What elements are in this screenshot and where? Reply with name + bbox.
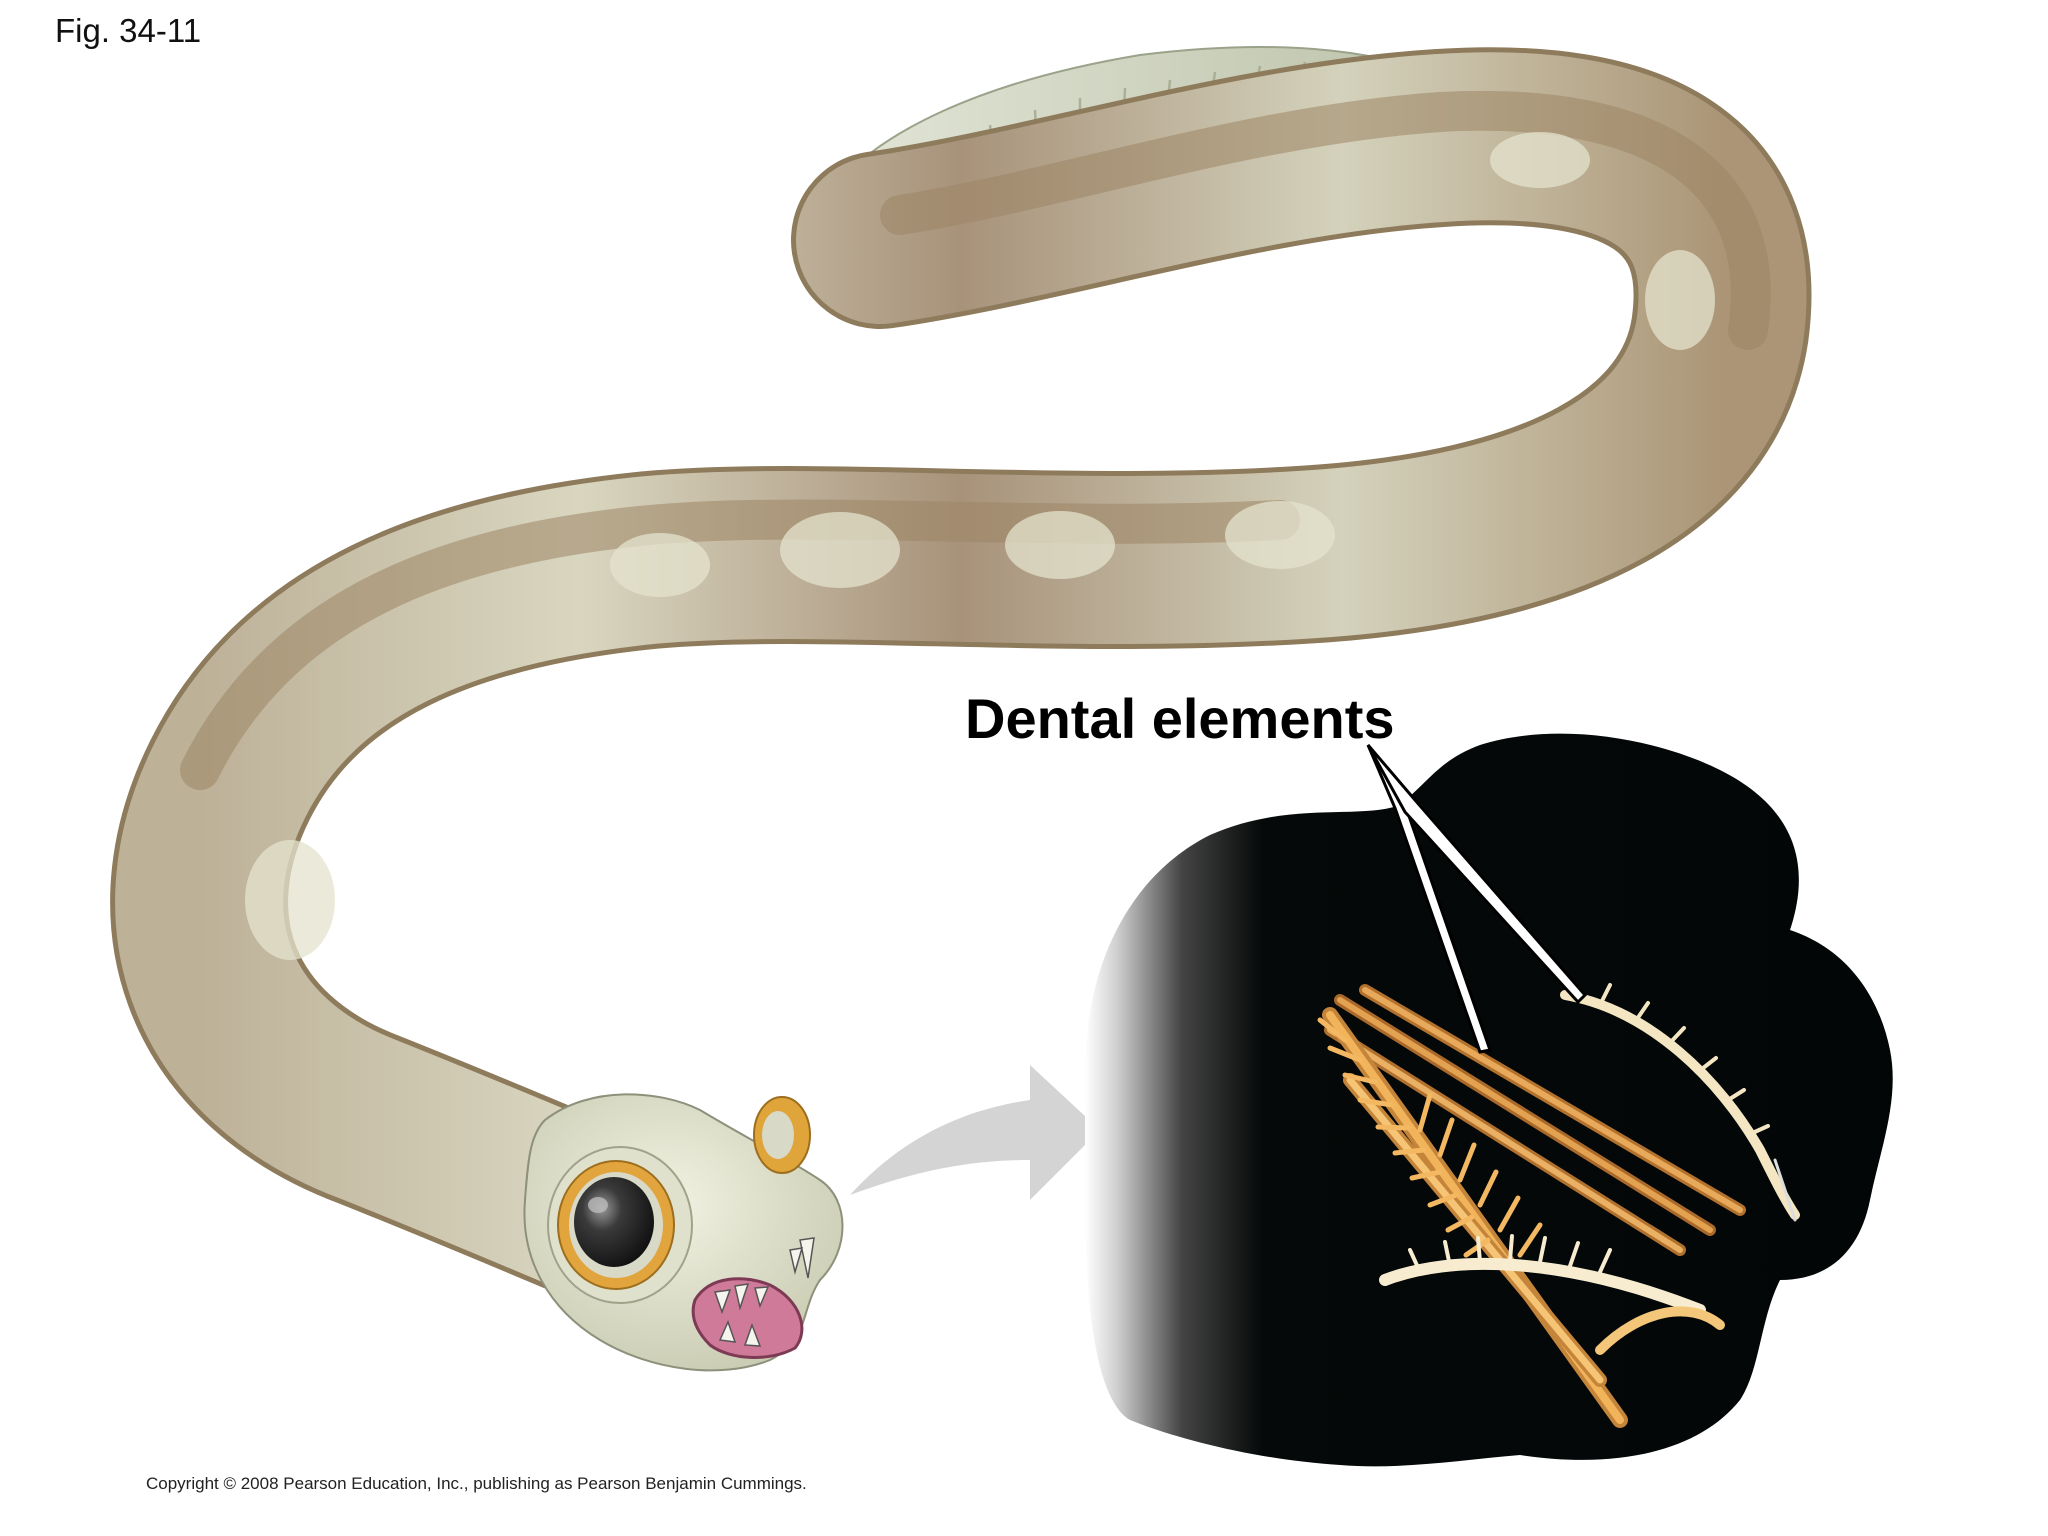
- magnify-arrow: [850, 1065, 1100, 1200]
- eel-body: [110, 47, 1812, 1304]
- mouth: [691, 1237, 815, 1359]
- eye: [547, 1146, 693, 1304]
- dental-elements-label: Dental elements: [965, 687, 1395, 750]
- magnified-view-backdrop: [1085, 733, 1893, 1467]
- copyright-notice: Copyright © 2008 Pearson Education, Inc.…: [146, 1474, 807, 1493]
- dental-elements: [1317, 983, 1800, 1428]
- figure-number: Fig. 34-11: [55, 12, 202, 49]
- callout-pointer-lines: [1366, 744, 1588, 1054]
- eel-head: [523, 1093, 844, 1372]
